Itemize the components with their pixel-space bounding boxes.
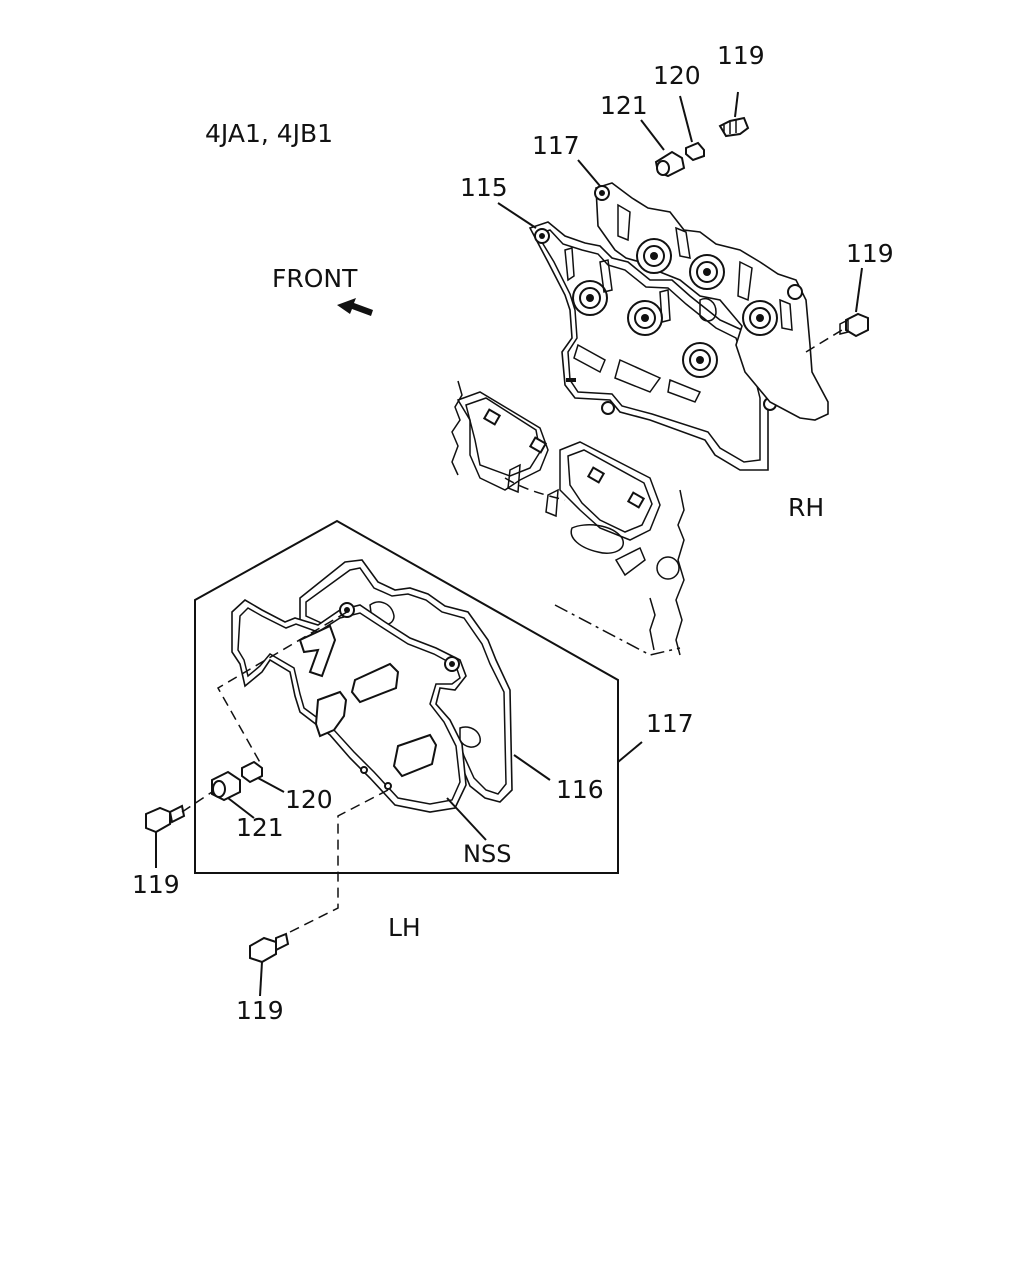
leader-rh-117 — [577, 159, 601, 187]
rh-gasket-117 — [594, 182, 829, 421]
model-title: 4JA1, 4JB1 — [205, 119, 333, 148]
lh-grommet-121 — [211, 770, 241, 802]
leader-rh-119-right — [855, 267, 863, 313]
lh-gasket-nss — [231, 599, 467, 813]
callout-rh-120: 120 — [653, 61, 701, 90]
rh-bolt-leader — [805, 329, 843, 353]
rh-gasket-115 — [528, 221, 777, 471]
cylinder-head-outline — [451, 380, 685, 656]
callout-rh-119-right: 119 — [846, 239, 894, 268]
lh-bolt-line — [281, 789, 389, 937]
callout-rh-119-top: 119 — [717, 41, 765, 70]
leader-lh-120 — [257, 777, 285, 793]
lh-kit-outline — [194, 519, 619, 874]
callout-lh-119-bottom: 119 — [236, 996, 284, 1025]
leader-rh-119-top — [734, 91, 739, 118]
callout-lh-117: 117 — [646, 709, 694, 738]
front-arrow-icon — [337, 298, 373, 316]
callout-lh-121: 121 — [236, 813, 284, 842]
leader-lh-116 — [513, 754, 551, 781]
lh-bolt-119-bottom — [249, 932, 290, 964]
callout-rh-115: 115 — [460, 173, 508, 202]
callout-lh-116: 116 — [556, 775, 604, 804]
rh-bolt-119-right — [839, 312, 869, 338]
leader-lh-nss — [446, 797, 487, 841]
callout-rh-117: 117 — [532, 131, 580, 160]
rh-collar-120 — [685, 141, 705, 162]
callout-lh-119-left: 119 — [132, 870, 180, 899]
lh-bolt-left-line — [181, 791, 213, 813]
callout-rh-121: 121 — [600, 91, 648, 120]
rh-grommet-121 — [654, 150, 686, 178]
rh-bolt-119-top — [718, 116, 750, 138]
front-label: FRONT — [272, 264, 358, 293]
leader-rh-115 — [497, 202, 537, 229]
lh-label: LH — [388, 913, 421, 942]
leader-rh-120 — [679, 95, 693, 143]
leader-lh-121 — [227, 797, 255, 819]
leader-lh-117 — [617, 741, 643, 763]
lh-mount-line — [216, 611, 348, 767]
lh-collar-120 — [241, 760, 263, 784]
rh-label: RH — [788, 493, 824, 522]
callout-lh-nss: NSS — [463, 840, 511, 868]
lh-bolt-119-left — [145, 804, 186, 834]
leader-lh-119-bottom — [259, 961, 263, 997]
callout-lh-120: 120 — [285, 785, 333, 814]
leader-rh-121 — [640, 119, 665, 151]
